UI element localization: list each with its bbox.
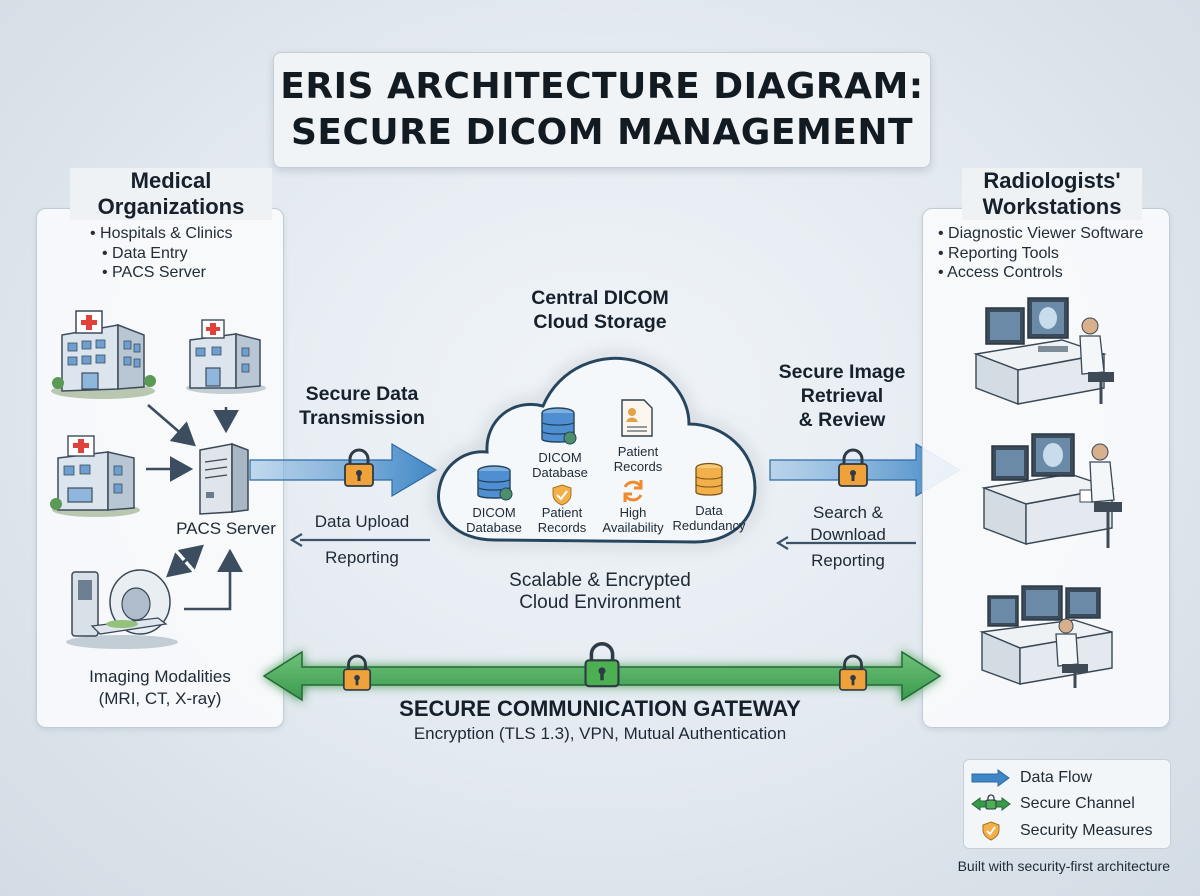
shield-check-icon <box>552 484 572 506</box>
bullet-diagnostic-viewer: • Diagnostic Viewer Software <box>938 225 1144 242</box>
title-box: ERIS ARCHITECTURE DIAGRAM: SECURE DICOM … <box>273 52 931 168</box>
cloud-item-patient-records-2: Patient Records <box>537 505 587 535</box>
clinic-icon <box>50 435 140 517</box>
shield-icon <box>982 821 1000 841</box>
right-reporting-label: Reporting <box>811 551 885 570</box>
secure-image-retrieval-label: Secure Image Retrieval & Review <box>778 361 906 431</box>
medical-organizations-bullets: • Hospitals & Clinics • Data Entry • PAC… <box>90 224 233 283</box>
workstation-1-icon <box>973 297 1114 406</box>
cloud-storage-shape <box>437 356 757 544</box>
cloud-db-top-icon <box>541 407 577 445</box>
redundancy-db-icon <box>695 462 723 496</box>
cloud-item-patient-records-1: Patient Records <box>613 444 663 474</box>
left-data-flow-arrow <box>249 442 438 498</box>
sync-icon <box>623 480 643 502</box>
hospital-small-icon <box>186 319 266 394</box>
internal-arrows <box>146 404 243 611</box>
left-reporting-label: Reporting <box>325 548 399 567</box>
imaging-modalities-label: Imaging Modalities (MRI, CT, X-ray) <box>89 667 231 708</box>
cloud-item-dicom-db-1: DICOM Database <box>532 450 588 480</box>
radiologists-workstations-heading: Radiologists' Workstations <box>962 168 1142 220</box>
title-line-2: SECURE DICOM MANAGEMENT <box>290 112 914 153</box>
gateway-lock-right-icon <box>838 654 868 691</box>
cloud-item-dicom-db-2: DICOM Database <box>466 505 522 535</box>
secure-data-transmission-label: Secure Data Transmission <box>299 383 425 429</box>
legend: Data Flow Secure Channel Security Measur… <box>963 759 1171 849</box>
blue-arrow-icon <box>971 769 1010 787</box>
lock-icon-left-arrow <box>344 448 374 487</box>
gateway-title: SECURE COMMUNICATION GATEWAY <box>399 696 801 721</box>
title-line-1: ERIS ARCHITECTURE DIAGRAM: <box>280 66 924 107</box>
footer-note: Built with security-first architecture <box>957 858 1170 874</box>
cloud-caption: Scalable & Encrypted Cloud Environment <box>509 570 691 613</box>
bullet-hospitals: • Hospitals & Clinics <box>90 225 233 242</box>
bullet-pacs: • PACS Server <box>102 264 206 281</box>
green-lock-arrow-icon <box>971 794 1011 811</box>
bullet-data-entry: • Data Entry <box>102 244 188 262</box>
pacs-server-icon <box>199 442 249 515</box>
cloud-title: Central DICOM Cloud Storage <box>531 287 669 333</box>
right-reporting-arrow <box>775 536 916 550</box>
bullet-access-controls: • Access Controls <box>938 264 1063 281</box>
search-download-label: Search & Download <box>810 503 886 544</box>
cloud-item-high-availability: High Availability <box>602 505 664 535</box>
cloud-db-left-icon <box>477 465 513 501</box>
bullet-reporting-tools: • Reporting Tools <box>938 244 1059 262</box>
mri-scanner-icon <box>66 569 178 649</box>
pacs-server-label: PACS Server <box>176 519 276 538</box>
workstation-3-icon <box>979 585 1113 688</box>
workstation-2-icon <box>981 433 1122 548</box>
legend-item-secure-channel: Secure Channel <box>971 794 1135 813</box>
gateway-lock-center-icon <box>584 642 620 688</box>
left-reporting-arrow <box>289 533 430 547</box>
lock-icon-right-arrow <box>838 448 868 487</box>
hospital-large-icon <box>51 310 156 399</box>
gateway-lock-left-icon <box>342 654 372 691</box>
legend-item-data-flow: Data Flow <box>971 769 1092 787</box>
radiologists-bullets: • Diagnostic Viewer Software • Reporting… <box>938 224 1143 283</box>
patient-record-document-icon <box>621 399 653 437</box>
medical-organizations-heading: Medical Organizations <box>70 168 272 220</box>
cloud-item-data-redundancy: Data Redundancy <box>672 503 746 533</box>
data-upload-label: Data Upload <box>314 512 410 531</box>
legend-item-security-measures: Security Measures <box>972 821 1153 841</box>
gateway-subtitle: Encryption (TLS 1.3), VPN, Mutual Authen… <box>413 724 787 743</box>
